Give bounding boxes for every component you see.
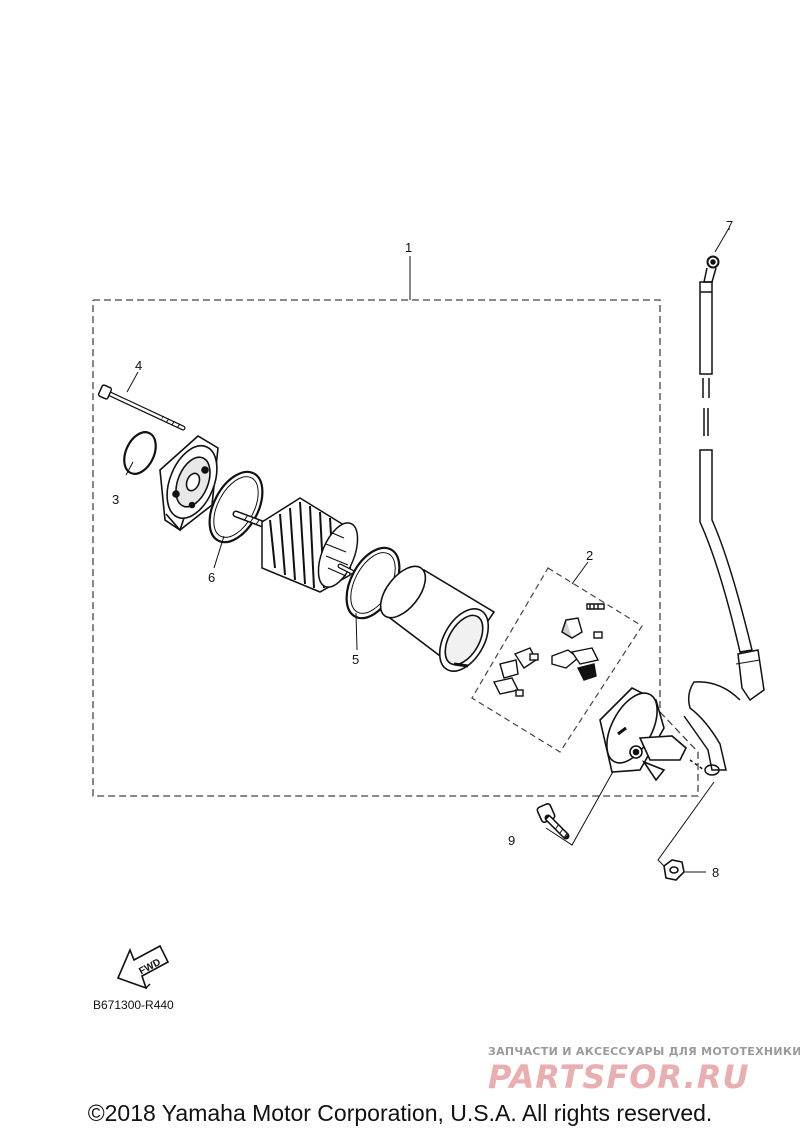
watermark-tagline: ЗАПЧАСТИ И АКСЕССУАРЫ ДЛЯ МОТОТЕХНИКИ <box>488 1045 800 1058</box>
callout-4: 4 <box>135 358 142 373</box>
nut-part-8 <box>663 859 685 881</box>
rear-cover-bracket <box>599 687 687 782</box>
callout-3: 3 <box>112 492 119 507</box>
brush-set-boundary <box>471 567 643 753</box>
through-bolt-part-4 <box>97 384 186 431</box>
assembly-boundary <box>92 299 699 797</box>
callout-2: 2 <box>586 548 593 563</box>
watermark-logo: PARTSFOR.RU <box>488 1058 749 1096</box>
fwd-arrow-icon: FWD <box>116 944 170 990</box>
starter-cable-part-7 <box>683 255 765 776</box>
bolt-part-9 <box>536 803 570 840</box>
callout-1: 1 <box>405 240 412 255</box>
armature <box>232 497 359 593</box>
o-ring-part-6-inner-edge <box>213 476 259 538</box>
diagram-reference-code: B671300-R440 <box>93 998 174 1012</box>
callout-6: 6 <box>208 570 215 585</box>
callout-7: 7 <box>726 218 733 233</box>
callout-5: 5 <box>352 652 359 667</box>
copyright-notice: ©2018 Yamaha Motor Corporation, U.S.A. A… <box>87 1100 713 1126</box>
callout-9: 9 <box>508 833 515 848</box>
callout-8: 8 <box>712 865 719 880</box>
front-cover-bracket <box>159 435 219 532</box>
o-ring-part-3 <box>123 431 157 475</box>
o-ring-part-6 <box>208 470 264 544</box>
brush-set-parts <box>492 603 605 697</box>
leader-lines <box>125 227 730 873</box>
motor-yoke-housing <box>379 565 496 672</box>
